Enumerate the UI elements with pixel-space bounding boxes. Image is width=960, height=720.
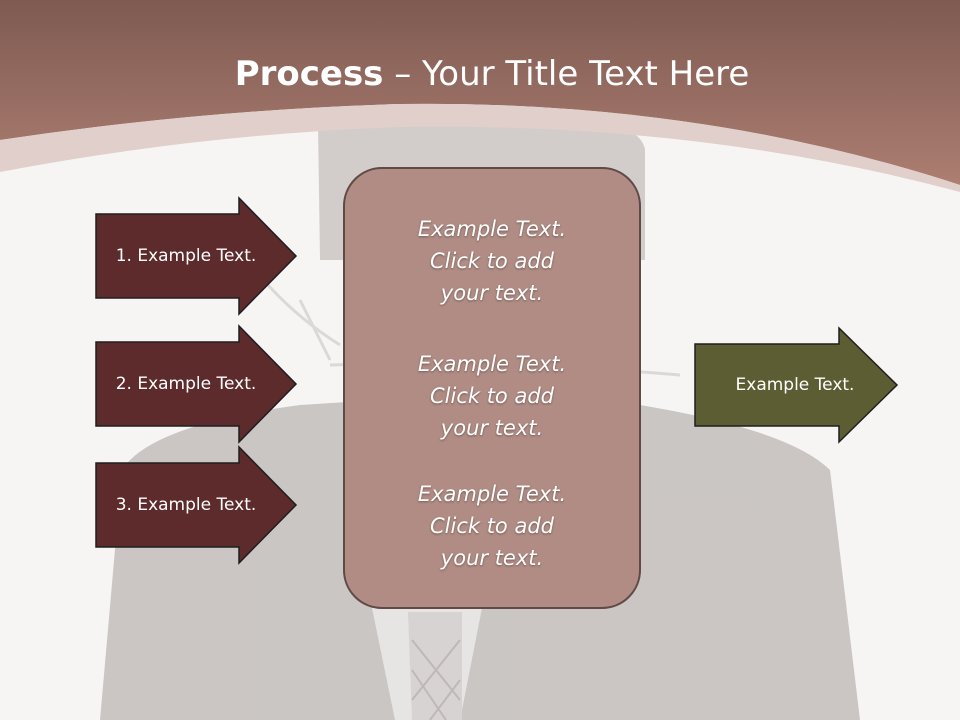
left-arrow-3 — [95, 445, 298, 565]
right-arrow-label: Example Text. — [735, 375, 855, 395]
header-band — [0, 0, 960, 185]
center-text-block-2: Example Text. Click to add your text. — [344, 348, 640, 444]
center-text-block-1: Example Text. Click to add your text. — [344, 213, 640, 309]
center-text-line: Example Text. — [417, 217, 567, 241]
center-text-line: Click to add — [429, 384, 554, 408]
center-text-line: Example Text. — [417, 352, 567, 376]
center-text-line: Click to add — [429, 249, 554, 273]
right-arrow — [694, 326, 899, 444]
center-text-line: Click to add — [429, 514, 554, 538]
left-arrow-2-label: 2. Example Text. — [115, 374, 257, 394]
center-box[interactable]: Example Text. Click to add your text. Ex… — [344, 168, 640, 608]
center-text-line: Example Text. — [417, 482, 567, 506]
header-swoosh — [0, 103, 960, 192]
left-arrow-2 — [95, 324, 298, 444]
center-text-line: your text. — [440, 546, 544, 570]
left-arrow-1 — [95, 196, 298, 316]
title-bold: Process — [234, 54, 384, 94]
center-text-line: your text. — [440, 281, 544, 305]
center-text-block-3: Example Text. Click to add your text. — [344, 478, 640, 574]
center-text-line: your text. — [440, 416, 544, 440]
slide-title: Process – Your Title Text Here — [0, 52, 960, 96]
center-box-shape — [343, 167, 641, 609]
left-arrow-1-label: 1. Example Text. — [115, 246, 257, 266]
left-arrow-3-label: 3. Example Text. — [115, 495, 257, 515]
title-rest: – Your Title Text Here — [383, 54, 750, 94]
